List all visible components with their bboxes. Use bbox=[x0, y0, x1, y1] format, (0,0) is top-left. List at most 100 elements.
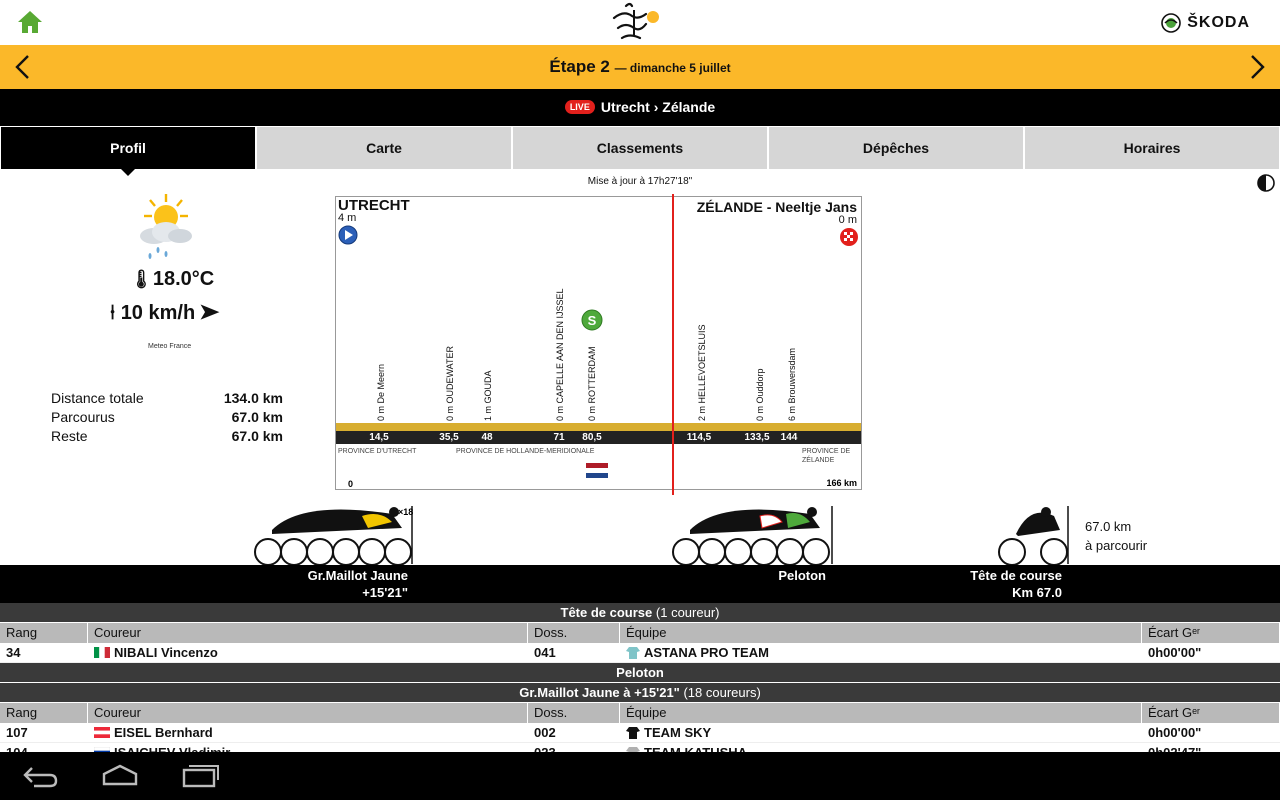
sun-cloud-rain-icon bbox=[140, 194, 192, 259]
km-mark: 48 bbox=[481, 432, 493, 443]
table-header: Rang Coureur Doss. Équipe Écart Gᵉʳ bbox=[0, 623, 1280, 643]
tab-classements[interactable]: Classements bbox=[512, 126, 768, 170]
point-label: 0 m Ouddorp bbox=[755, 368, 765, 421]
finish-flag-icon bbox=[840, 228, 858, 246]
recent-apps-icon[interactable] bbox=[180, 762, 220, 790]
remaining-value: 67.0 km bbox=[231, 428, 283, 444]
km-mark: 114,5 bbox=[686, 432, 712, 443]
col-bib: Doss. bbox=[528, 623, 620, 643]
back-icon[interactable] bbox=[20, 762, 60, 790]
section-header: Tête de course (1 coureur) bbox=[0, 603, 1280, 623]
province-label: PROVINCE DE HOLLANDE-MERIDIONALE bbox=[456, 448, 595, 455]
point-label: 0 m CAPELLE AAN DEN IJSSEL bbox=[555, 288, 565, 421]
point-label: 1 m GOUDA bbox=[483, 370, 493, 421]
stage-date: — dimanche 5 juillet bbox=[614, 61, 731, 75]
italy-flag-icon bbox=[94, 647, 110, 658]
skoda-sponsor[interactable]: ŠKODA bbox=[1161, 11, 1250, 35]
head-of-race-icon[interactable] bbox=[996, 502, 1074, 566]
route-label: Utrecht › Zélande bbox=[600, 99, 716, 115]
refresh-spinner-icon[interactable] bbox=[1256, 173, 1276, 193]
race-position-marker bbox=[672, 194, 674, 495]
next-stage-icon[interactable] bbox=[1242, 53, 1270, 81]
covered-label: Parcourus bbox=[51, 409, 115, 425]
thermometer-icon: 🌡 bbox=[130, 269, 153, 289]
team-cell: ASTANA PRO TEAM bbox=[620, 643, 1142, 663]
head-summary[interactable]: Tête de course Km 67.0 bbox=[970, 567, 1062, 601]
col-bib: Doss. bbox=[528, 703, 620, 723]
tab-bar: Profil Carte Classements Dépêches Horair… bbox=[0, 126, 1280, 176]
col-gap: Écart Gᵉʳ bbox=[1142, 703, 1280, 723]
skoda-logo-icon bbox=[1161, 13, 1182, 33]
tab-profil[interactable]: Profil bbox=[0, 126, 256, 176]
home-icon[interactable] bbox=[16, 9, 44, 35]
russia-flag-icon bbox=[94, 747, 110, 753]
peloton-summary[interactable]: Peloton bbox=[778, 567, 826, 584]
km-start: 0 bbox=[348, 479, 354, 489]
col-rider: Coureur bbox=[88, 623, 528, 643]
rank: 104 bbox=[0, 743, 88, 753]
temperature: 🌡18.0°C bbox=[130, 268, 214, 291]
tab-horaires[interactable]: Horaires bbox=[1024, 126, 1280, 170]
start-city: UTRECHT bbox=[338, 197, 410, 214]
col-gap: Écart Gᵉʳ bbox=[1142, 623, 1280, 643]
remaining-label: Reste bbox=[51, 428, 88, 444]
covered-value: 67.0 km bbox=[231, 409, 283, 425]
yellow-group-name: Gr.Maillot Jaune bbox=[307, 568, 408, 583]
temperature-value: 18.0°C bbox=[152, 268, 215, 290]
rider-name: EISEL Bernhard bbox=[114, 724, 213, 740]
finish-city: ZÉLANDE - Neeltje Jans bbox=[696, 199, 857, 215]
point-label: 6 m Brouwersdam bbox=[787, 347, 797, 421]
previous-stage-icon[interactable] bbox=[10, 53, 38, 81]
peloton-group-icon[interactable] bbox=[670, 502, 836, 566]
km-mark: 35,5 bbox=[439, 432, 459, 443]
point-label: 0 m ROTTERDAM bbox=[587, 346, 597, 421]
tab-carte[interactable]: Carte bbox=[256, 126, 512, 170]
rider-cell: NIBALI Vincenzo bbox=[88, 643, 528, 663]
section-count: (1 coureur) bbox=[655, 605, 720, 620]
stage-profile[interactable]: UTRECHT 4 m ZÉLANDE - Neeltje Jans 0 m 0… bbox=[335, 194, 862, 495]
point-label: 2 m HELLEVOETSLUIS bbox=[697, 324, 707, 421]
tour-de-france-logo bbox=[612, 2, 659, 40]
province-label: PROVINCE DE ZÉLANDE bbox=[802, 448, 851, 464]
start-altitude: 4 m bbox=[338, 212, 357, 224]
profile-road bbox=[336, 423, 861, 431]
team-name: TEAM SKY bbox=[644, 724, 712, 740]
stage-title: Étape 2 — dimanche 5 juillet bbox=[0, 57, 1280, 77]
col-team: Équipe bbox=[620, 623, 1142, 643]
bib: 041 bbox=[528, 643, 620, 663]
section-header: Gr.Maillot Jaune à +15'21" (18 coureurs) bbox=[0, 683, 1280, 703]
table-row[interactable]: 107 EISEL Bernhard 002 TEAM SKY 0h00'00" bbox=[0, 723, 1280, 743]
head-remaining-label: à parcourir bbox=[1085, 538, 1148, 553]
jersey-icon bbox=[626, 726, 640, 739]
team-cell: TEAM SKY bbox=[620, 723, 1142, 743]
update-time: Mise à jour à 17h27'18" bbox=[587, 176, 693, 187]
section-title: Peloton bbox=[616, 665, 664, 680]
yellow-group-summary[interactable]: Gr.Maillot Jaune +15'21" bbox=[308, 567, 408, 601]
table-row[interactable]: 104 ISAICHEV Vladimir 023 TEAM KATUSHA 0… bbox=[0, 743, 1280, 753]
home-nav-icon[interactable] bbox=[100, 762, 140, 790]
gap: 0h00'00" bbox=[1142, 643, 1280, 663]
route-bar: LIVE Utrecht › Zélande bbox=[0, 89, 1280, 126]
section-title: Tête de course bbox=[560, 605, 653, 620]
section-header: Peloton bbox=[0, 663, 1280, 683]
province-label: PROVINCE D'UTRECHT bbox=[338, 448, 417, 455]
yellow-group-gap: +15'21" bbox=[362, 585, 408, 600]
rider-groups: ×18 67.0 km à parcourir bbox=[0, 500, 1280, 566]
finish-altitude: 0 m bbox=[838, 214, 857, 226]
gap: 0h00'00" bbox=[1142, 723, 1280, 743]
table-row[interactable]: 34 NIBALI Vincenzo 041 ASTANA PRO TEAM 0… bbox=[0, 643, 1280, 663]
km-mark: 80,5 bbox=[582, 432, 602, 443]
distance-total-value: 134.0 km bbox=[223, 390, 283, 406]
tab-depeches[interactable]: Dépêches bbox=[768, 126, 1024, 170]
yellow-jersey-group-icon[interactable] bbox=[252, 502, 418, 566]
top-bar: ŠKODA bbox=[0, 0, 1280, 45]
start-icon bbox=[338, 225, 358, 245]
stage-number: Étape 2 bbox=[549, 57, 610, 76]
head-name: Tête de course bbox=[970, 568, 1062, 583]
live-badge: LIVE bbox=[564, 100, 595, 114]
head-remaining-km: 67.0 km bbox=[1085, 519, 1132, 534]
rider-cell: EISEL Bernhard bbox=[88, 723, 528, 743]
km-mark: 71 bbox=[553, 432, 565, 443]
km-mark: 144 bbox=[780, 432, 798, 443]
bib: 023 bbox=[528, 743, 620, 753]
